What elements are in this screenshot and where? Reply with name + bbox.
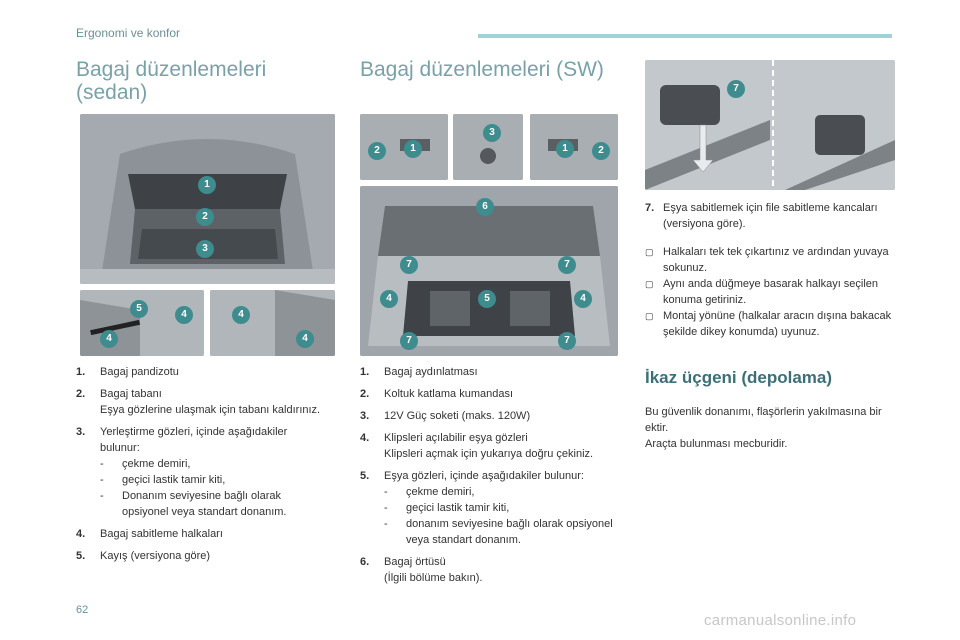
- callout-4f: 4: [574, 290, 592, 308]
- hook-drawing: [645, 60, 895, 190]
- sedan-item-1: 1.Bagaj pandizotu: [76, 366, 179, 378]
- sw-subitem: -çekme demiri,: [384, 486, 475, 498]
- callout-6: 6: [476, 198, 494, 216]
- callout-7b: 7: [558, 256, 576, 274]
- callout-1b: 1: [556, 140, 574, 158]
- sedan-item-list: 1.Bagaj pandizotu 2.Bagaj tabanı Eşya gö…: [76, 364, 326, 570]
- hook-instructions: ▢Halkaları tek tek çıkartınız ve ardında…: [645, 244, 905, 340]
- callout-7c: 7: [400, 332, 418, 350]
- page-number: 62: [76, 604, 89, 616]
- warning-triangle-text: Bu güvenlik donanımı, flaşörlerin yakılm…: [645, 406, 882, 450]
- callout-4a: 4: [175, 306, 193, 324]
- warning-triangle-heading: İkaz üçgeni (depolama): [645, 368, 833, 387]
- callout-3a: 3: [483, 124, 501, 142]
- sw-item-1: 1.Bagaj aydınlatması: [360, 366, 478, 378]
- instruction-item: ▢Montaj yönüne (halkalar aracın dışına b…: [645, 310, 892, 338]
- callout-4e: 4: [380, 290, 398, 308]
- callout-1a: 1: [404, 140, 422, 158]
- sedan-subitem: -Donanım seviyesine bağlı olarak opsiyon…: [100, 490, 287, 518]
- sedan-item-3: 3.Yerleştirme gözleri, içinde aşağıdakil…: [76, 424, 326, 520]
- sedan-trunk-illustration: 1 2 3: [80, 114, 335, 284]
- sw-top-mid-illustration: 3: [453, 114, 523, 180]
- sw-top-left-illustration: 2 1: [360, 114, 448, 180]
- title-sedan: Bagaj düzenlemeleri (sedan): [76, 58, 267, 104]
- callout-4c: 4: [232, 306, 250, 324]
- check-box-icon: ▢: [645, 247, 654, 257]
- sw-item-4: 4.Klipsleri açılabilir eşya gözleri Klip…: [360, 432, 594, 460]
- callout-5: 5: [130, 300, 148, 318]
- sedan-trunk-drawing: [80, 114, 335, 284]
- hook-caption: 7.Eşya sabitlemek için file sabitleme ka…: [645, 202, 878, 230]
- sw-item-list: 1.Bagaj aydınlatması 2.Koltuk katlama ku…: [360, 364, 622, 592]
- callout-7e: 7: [727, 80, 745, 98]
- sedan-item-4: 4.Bagaj sabitleme halkaları: [76, 528, 223, 540]
- sw-subitem: -donanım seviyesine bağlı olarak opsiyon…: [384, 518, 613, 546]
- callout-2: 2: [196, 208, 214, 226]
- callout-1: 1: [198, 176, 216, 194]
- sw-item-6: 6.Bagaj örtüsü (İlgili bölüme bakın).: [360, 556, 483, 584]
- callout-4d: 4: [296, 330, 314, 348]
- hook-illustration: 7: [645, 60, 895, 190]
- check-box-icon: ▢: [645, 279, 654, 289]
- sedan-item-5: 5.Kayış (versiyona göre): [76, 550, 211, 562]
- sedan-subitem: -geçici lastik tamir kiti,: [100, 474, 226, 486]
- sw-subitem: -geçici lastik tamir kiti,: [384, 502, 510, 514]
- sedan-side-right-illustration: 4 4: [210, 290, 335, 356]
- instruction-item: ▢Halkaları tek tek çıkartınız ve ardında…: [645, 246, 889, 274]
- callout-7a: 7: [400, 256, 418, 274]
- header-bar: [478, 34, 892, 38]
- sedan-subitem: -çekme demiri,: [100, 458, 191, 470]
- watermark: carmanualsonline.info: [704, 612, 857, 629]
- callout-2a: 2: [368, 142, 386, 160]
- sedan-item-2: 2.Bagaj tabanı Eşya gözlerine ulaşmak iç…: [76, 388, 321, 416]
- sw-top-right-illustration: 1 2: [530, 114, 618, 180]
- instruction-item: ▢Aynı anda düğmeye basarak halkayı seçil…: [645, 278, 879, 306]
- callout-3: 3: [196, 240, 214, 258]
- sw-trunk-illustration: 6 7 7 4 5 4 7 7: [360, 186, 618, 356]
- title-sw: Bagaj düzenlemeleri (SW): [360, 58, 604, 81]
- sw-item-3: 3.12V Güç soketi (maks. 120W): [360, 410, 531, 422]
- section-header: Ergonomi ve konfor: [76, 26, 181, 40]
- sedan-side-left-illustration: 5 4 4: [80, 290, 204, 356]
- check-box-icon: ▢: [645, 311, 654, 321]
- sw-item-2: 2.Koltuk katlama kumandası: [360, 388, 514, 400]
- sedan-side-right-drawing: [210, 290, 335, 356]
- callout-2b: 2: [592, 142, 610, 160]
- callout-7d: 7: [558, 332, 576, 350]
- sw-item-5: 5.Eşya gözleri, içinde aşağıdakiler bulu…: [360, 468, 622, 548]
- callout-4b: 4: [100, 330, 118, 348]
- callout-5a: 5: [478, 290, 496, 308]
